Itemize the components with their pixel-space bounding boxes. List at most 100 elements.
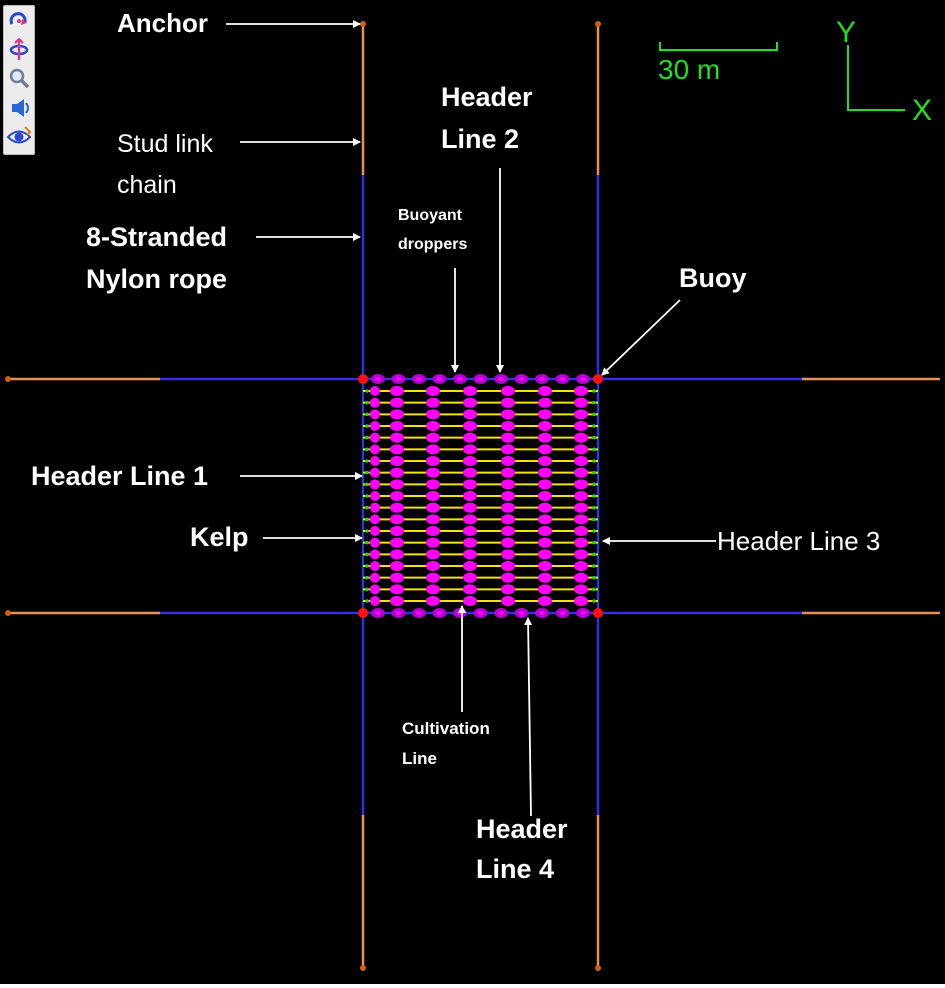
- arrow-header4: [524, 617, 533, 817]
- kelp-plant: [501, 421, 515, 431]
- kelp-plant: [501, 526, 515, 536]
- side-marker: [592, 482, 596, 487]
- kelp-plant: [463, 432, 477, 443]
- kelp-plant: [390, 584, 404, 595]
- kelp-plant: [538, 432, 552, 443]
- kelp-plant: [574, 444, 588, 455]
- kelp-plant: [426, 537, 440, 548]
- side-marker: [365, 494, 369, 498]
- viewer-toolbar: [3, 5, 35, 155]
- buoyant-dropper-core: [436, 377, 443, 381]
- kelp-plant: [370, 432, 380, 443]
- kelp-plant: [501, 444, 515, 455]
- kelp-plant: [574, 421, 588, 431]
- kelp-plant: [390, 421, 404, 431]
- label-buoy: Buoy: [679, 263, 747, 293]
- anchor-left-top: [5, 376, 11, 382]
- kelp-plant: [574, 584, 588, 595]
- label-header3: Header Line 3: [717, 526, 880, 556]
- kelp-plant: [463, 537, 477, 548]
- label-header4-line2: Line 4: [476, 854, 554, 884]
- kelp-plant: [463, 596, 477, 606]
- kelp-plant: [370, 502, 380, 513]
- kelp-plant: [538, 491, 552, 501]
- orbit-icon[interactable]: [6, 37, 32, 63]
- kelp-plant: [370, 467, 380, 478]
- kelp-plant: [390, 596, 404, 606]
- kelp-plant: [574, 491, 588, 501]
- side-marker: [365, 424, 369, 428]
- kelp-plant: [574, 596, 588, 606]
- kelp-plant: [370, 584, 380, 595]
- kelp-plant: [390, 526, 404, 536]
- kelp-plant: [463, 584, 477, 595]
- kelp-plant: [426, 421, 440, 431]
- kelp-plant: [501, 572, 515, 583]
- kelp-plant: [574, 456, 588, 466]
- kelp-plant: [426, 491, 440, 501]
- rotate-icon[interactable]: [6, 8, 32, 34]
- kelp-plant: [463, 409, 477, 420]
- kelp-plant: [426, 549, 440, 560]
- kelp-plant: [501, 456, 515, 466]
- label-cultivation-line1: Cultivation: [402, 719, 490, 738]
- side-marker: [365, 412, 369, 417]
- side-marker: [592, 494, 596, 498]
- buoyant-dropper-core: [375, 611, 381, 615]
- light-icon[interactable]: [6, 95, 32, 121]
- kelp-plant: [538, 526, 552, 536]
- kelp-plant: [390, 514, 404, 525]
- kelp-plant: [463, 386, 477, 396]
- buoyant-dropper-core: [518, 611, 525, 615]
- buoyant-dropper-core: [457, 377, 463, 381]
- buoyant-dropper-core: [498, 377, 504, 381]
- kelp-plant: [426, 526, 440, 536]
- annotation-labels: Anchor Stud link chain 8-Stranded Nylon …: [31, 8, 880, 884]
- side-marker: [365, 435, 369, 440]
- side-marker: [365, 389, 369, 393]
- kelp-plant: [574, 479, 588, 490]
- label-nylon-line1: 8-Stranded: [86, 222, 227, 252]
- buoyant-dropper-core: [518, 377, 525, 381]
- kelp-plant: [538, 561, 552, 571]
- kelp-plant: [574, 432, 588, 443]
- kelp-plant: [501, 584, 515, 595]
- anchor-bottom-right: [595, 965, 601, 971]
- label-buoyant-line2: droppers: [398, 236, 467, 253]
- side-marker: [592, 505, 596, 510]
- buoyant-dropper-core: [395, 377, 402, 381]
- kelp-plant: [390, 397, 404, 408]
- kelp-plant: [574, 549, 588, 560]
- side-marker: [592, 470, 596, 475]
- anchor-bottom-left: [360, 965, 366, 971]
- side-marker: [592, 599, 596, 603]
- label-anchor: Anchor: [117, 8, 208, 38]
- label-header2-line2: Line 2: [441, 124, 519, 154]
- label-buoyant-line1: Buoyant: [398, 207, 463, 224]
- kelp-plant: [390, 444, 404, 455]
- side-marker: [592, 552, 596, 557]
- zoom-icon[interactable]: [6, 66, 32, 92]
- kelp-plant: [370, 514, 380, 525]
- view-icon[interactable]: [6, 124, 32, 150]
- side-marker: [592, 400, 596, 405]
- anchor-left-bottom: [5, 610, 11, 616]
- buoyant-dropper-core: [395, 611, 402, 615]
- buoyant-dropper-core: [436, 611, 443, 615]
- kelp-plant: [574, 537, 588, 548]
- kelp-plant: [463, 572, 477, 583]
- corner-buoy: [593, 608, 603, 618]
- kelp-plant: [390, 491, 404, 501]
- kelp-plant: [463, 491, 477, 501]
- side-marker: [365, 459, 369, 463]
- kelp-plant: [370, 409, 380, 420]
- kelp-plant: [501, 432, 515, 443]
- kelp-plant: [538, 456, 552, 466]
- side-marker: [592, 447, 596, 452]
- label-header1: Header Line 1: [31, 461, 208, 491]
- buoyant-dropper-core: [416, 377, 422, 381]
- kelp-plant: [426, 444, 440, 455]
- kelp-plant: [390, 432, 404, 443]
- kelp-plant: [538, 397, 552, 408]
